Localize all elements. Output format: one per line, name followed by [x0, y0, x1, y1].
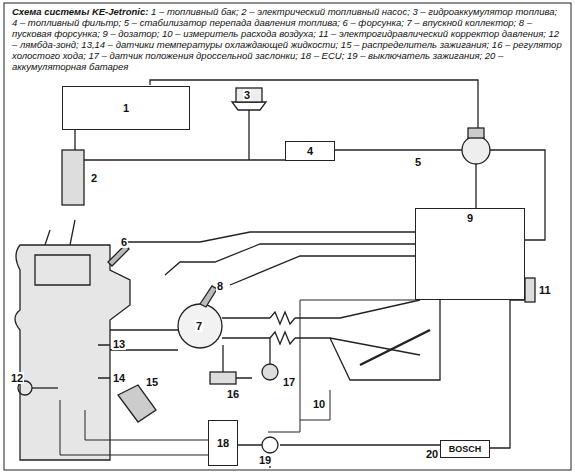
fuel-tank: 1: [62, 86, 190, 130]
callout-number: 17: [282, 376, 296, 388]
caption-block: Схема системы KE-Jetronic: 1 – топливный…: [12, 6, 564, 72]
callout-number: 13: [112, 338, 126, 350]
title: Схема системы KE-Jetronic:: [12, 6, 148, 17]
callout-number: 8: [216, 280, 224, 292]
callout-number: 11: [538, 284, 552, 296]
callout-number: 10: [312, 398, 326, 410]
callout-number: 7: [195, 320, 203, 332]
callout-number: 1: [123, 102, 129, 114]
callout-number: 14: [112, 372, 126, 384]
callout-number: 12: [10, 372, 24, 384]
callout-number: 9: [467, 212, 473, 224]
callout-number: 20: [425, 448, 439, 460]
callout-number: 3: [243, 89, 251, 101]
brand-label: BOSCH: [449, 443, 482, 455]
callout-number: 18: [217, 437, 229, 449]
callout-number: 15: [145, 376, 159, 388]
callout-number: 16: [226, 388, 240, 400]
callout-number: 2: [90, 172, 98, 184]
callout-number: 4: [307, 145, 313, 157]
callout-number: 6: [120, 236, 128, 248]
battery: BOSCH: [440, 440, 490, 458]
ecu-box: 18: [208, 420, 238, 466]
fuel-filter: 4: [285, 141, 335, 161]
callout-number: 19: [258, 454, 272, 466]
callout-number: 5: [414, 156, 422, 168]
fuel-distributor: 9: [415, 208, 525, 300]
